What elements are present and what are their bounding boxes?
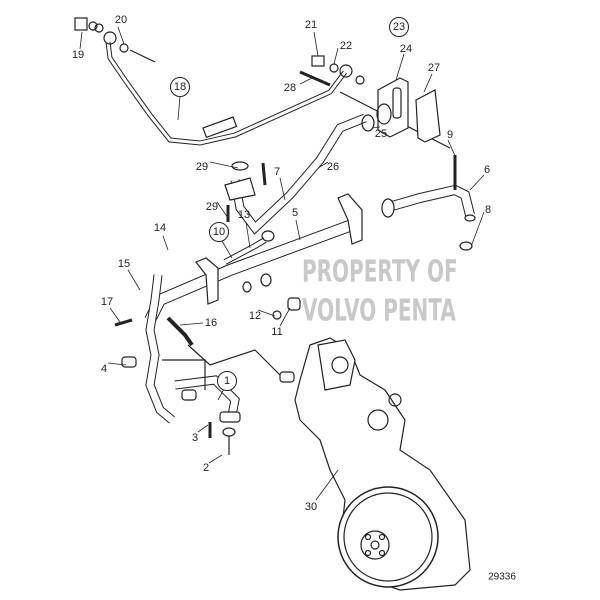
callout-25: 25 <box>374 128 388 140</box>
water-pump-30 <box>279 337 471 591</box>
hose-26 <box>224 113 375 235</box>
callout-29-upper: 29 <box>195 161 209 173</box>
callout-5: 5 <box>291 207 299 219</box>
callout-12: 12 <box>248 310 262 322</box>
callout-15: 15 <box>117 258 131 270</box>
callout-14: 14 <box>153 222 167 234</box>
callout-29-lower: 29 <box>205 201 219 213</box>
watermark-line-2: VOLVO PENTA <box>302 292 456 328</box>
callout-16: 16 <box>204 317 218 329</box>
callout-22: 22 <box>339 40 353 52</box>
seal-20 <box>119 43 156 63</box>
watermark-line-1: PROPERTY OF <box>302 253 458 289</box>
callout-10: 10 <box>209 222 229 242</box>
callout-30: 30 <box>304 501 318 513</box>
callout-13: 13 <box>237 209 251 221</box>
callout-11: 11 <box>271 326 283 338</box>
callout-27: 27 <box>427 62 441 74</box>
gasket-27 <box>415 89 441 143</box>
callout-6: 6 <box>483 164 491 176</box>
callout-17: 17 <box>100 296 114 308</box>
callout-7: 7 <box>273 166 281 178</box>
figure-number: 29336 <box>488 571 516 583</box>
connection-line-16-30 <box>187 344 286 381</box>
callout-3: 3 <box>191 432 199 444</box>
callout-24: 24 <box>399 43 413 55</box>
banjo-bolt-19 <box>74 17 117 45</box>
callout-18: 18 <box>170 77 190 97</box>
callout-28: 28 <box>283 82 297 94</box>
callout-1: 1 <box>217 371 237 391</box>
callout-21: 21 <box>304 19 318 31</box>
callout-26: 26 <box>326 161 340 173</box>
callout-8: 8 <box>484 204 492 216</box>
callout-23: 23 <box>389 17 409 37</box>
hose-assembly-left <box>114 274 241 455</box>
leader-lines <box>79 26 485 501</box>
callout-4: 4 <box>100 363 108 375</box>
callout-20: 20 <box>114 14 128 26</box>
callout-9: 9 <box>446 129 454 141</box>
pipe-18 <box>105 41 347 146</box>
housing-24 <box>376 77 409 138</box>
callout-2: 2 <box>202 462 210 474</box>
callout-19: 19 <box>71 49 85 61</box>
connector-7-6 <box>381 155 476 251</box>
